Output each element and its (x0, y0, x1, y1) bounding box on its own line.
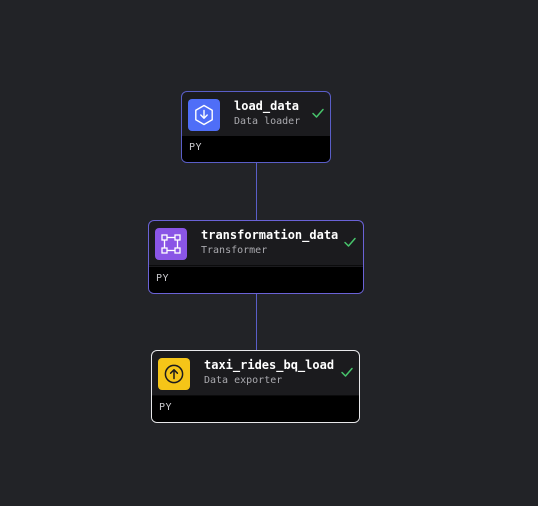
block-title: load_data (234, 99, 300, 113)
block-icon-container (155, 228, 187, 260)
block-header: transformation_data Transformer (149, 221, 363, 266)
edge-load-to-transform (256, 162, 257, 221)
block-icon-container (158, 358, 190, 390)
block-title: transformation_data (201, 228, 339, 242)
check-icon (312, 108, 324, 118)
block-icon-container (188, 99, 220, 131)
block-load-data[interactable]: load_data Data loader PY (181, 91, 331, 163)
block-transformation-data[interactable]: transformation_data Transformer PY (148, 220, 364, 294)
language-badge: PY (156, 273, 170, 284)
transform-icon (161, 234, 181, 254)
language-badge: PY (159, 402, 173, 413)
block-title: taxi_rides_bq_load (204, 358, 335, 372)
block-footer: PY (152, 396, 359, 422)
edge-transform-to-export (256, 292, 257, 351)
block-header: load_data Data loader (182, 92, 330, 137)
upload-icon (164, 364, 184, 384)
block-type-label: Data exporter (204, 375, 283, 386)
check-icon (344, 237, 356, 247)
check-icon (341, 367, 353, 377)
block-type-label: Data loader (234, 116, 301, 127)
block-header: taxi_rides_bq_load Data exporter (152, 351, 359, 396)
block-taxi-rides-bq-load[interactable]: taxi_rides_bq_load Data exporter PY (151, 350, 360, 423)
block-footer: PY (182, 136, 330, 162)
block-type-label: Transformer (201, 245, 268, 256)
download-icon (195, 104, 213, 126)
language-badge: PY (189, 142, 203, 153)
block-footer: PY (149, 267, 363, 293)
